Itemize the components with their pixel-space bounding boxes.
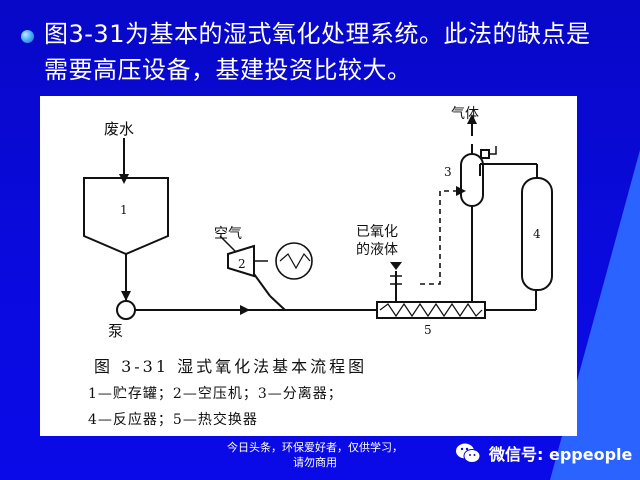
air-compressor [227,244,255,278]
label-wastewater: 废水 [104,120,134,138]
wechat-icon [455,442,481,464]
footer-note: 今日头条，环保爱好者，仅供学习， 请勿商用 [210,440,420,470]
wechat-watermark: 微信号: eppeople [455,440,632,466]
caption-title: 图 3-31 湿式氧化法基本流程图 [94,357,368,376]
inlet-arrow [119,174,129,184]
label-exchanger-number: 5 [424,323,432,337]
label-compressor-number: 2 [238,257,246,271]
slide-title: 图3-31为基本的湿式氧化处理系统。此法的缺点是需要高压设备，基建投资比较大。 [44,20,591,84]
label-separator-number: 3 [444,165,452,179]
flow-diagram: 废水 1 泵 空气 2 气体 3 4 5 已氧化 的液体 [83,106,553,340]
liquid-dashed-line [420,190,461,285]
label-pump: 泵 [108,322,123,340]
label-reactor-number: 4 [533,227,541,241]
label-oxidized-liquid-1: 已氧化 [356,224,398,240]
air-inlet [219,235,237,253]
motor-symbol [275,242,313,280]
label-air: 空气 [214,226,242,242]
label-gas: 气体 [451,106,479,122]
footer-note-line1: 今日头条，环保爱好者，仅供学习， [227,441,403,454]
caption-legend-line1: 1—贮存罐；2—空压机；3—分离器； [88,386,343,402]
footer-note-line2: 请勿商用 [293,456,337,469]
separator-vessel [460,153,484,207]
heat-exchanger-coil [379,302,483,318]
caption-legend-line2: 4—反应器；5—热交换器 [88,412,258,428]
label-tank-number: 1 [120,203,128,217]
pump-symbol [116,300,136,320]
flow-diagram-panel: 废水 1 泵 空气 2 气体 3 4 5 已氧化 的液体 图 3-31 湿式氧化… [40,96,577,436]
figure-caption: 图 3-31 湿式氧化法基本流程图 1—贮存罐；2—空压机；3—分离器； 4—反… [88,353,558,429]
gas-arrow [467,114,477,124]
bullet-icon [21,30,34,43]
label-oxidized-liquid-2: 的液体 [356,242,398,258]
wechat-id: 微信号: eppeople [489,445,633,464]
storage-tank [83,177,169,256]
